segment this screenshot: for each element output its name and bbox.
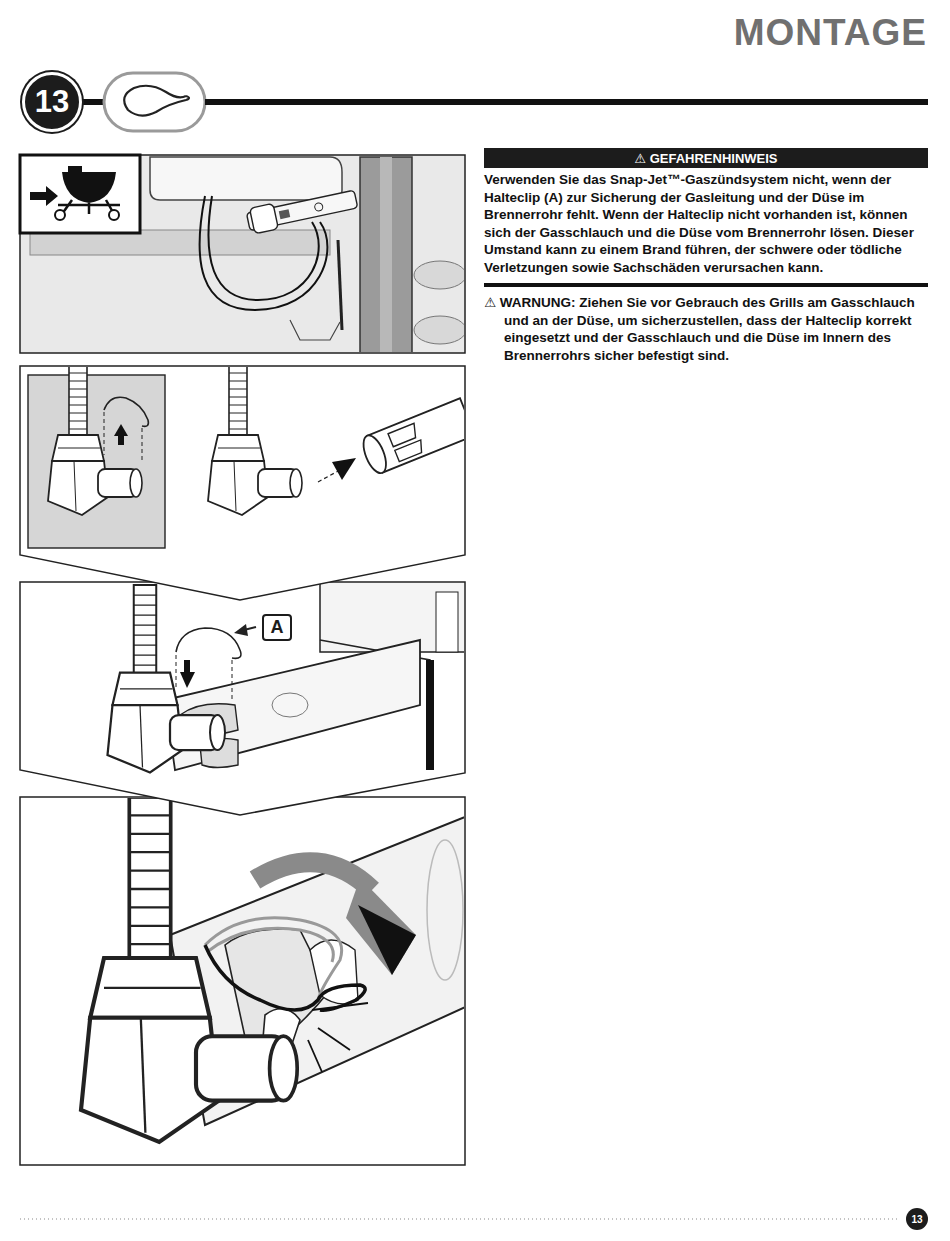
step-number: 13 bbox=[22, 72, 82, 132]
panel-three-part-part bbox=[176, 655, 232, 700]
panel-three-part-part bbox=[426, 660, 434, 770]
panel-one-part bbox=[109, 210, 119, 220]
panel-one-part bbox=[20, 155, 465, 353]
panel-two-part-part bbox=[318, 470, 340, 482]
panel-three bbox=[20, 582, 470, 815]
panel-four-part-part bbox=[255, 862, 372, 890]
panel-three-part-part bbox=[272, 693, 308, 717]
panel-two-part-part bbox=[48, 365, 142, 515]
step-number-text: 13 bbox=[35, 84, 69, 120]
panel-two-part-part bbox=[104, 397, 148, 426]
panel-three-part bbox=[108, 582, 471, 773]
panel-one-part-part-part bbox=[314, 202, 323, 211]
panel-one-part bbox=[30, 157, 464, 352]
panel-one-part-part bbox=[414, 261, 464, 289]
panel-one-part-part bbox=[290, 320, 340, 340]
panel-four-part-part bbox=[427, 840, 463, 980]
panel-two-part-part bbox=[359, 398, 475, 476]
page-number-text: 13 bbox=[911, 1214, 922, 1225]
danger-rule bbox=[484, 283, 928, 287]
panel-three-part-part bbox=[176, 628, 241, 658]
panel-one-part-part bbox=[360, 157, 412, 352]
panel-two-part bbox=[20, 366, 465, 600]
panel-four-part bbox=[81, 798, 464, 1142]
warning-band-text: ⚠ GEFAHRENHINWEIS bbox=[634, 151, 777, 166]
panel-two-part bbox=[28, 365, 475, 548]
panel-three-part-part bbox=[108, 585, 226, 773]
header-rule bbox=[80, 99, 106, 105]
callout-letter: A bbox=[262, 614, 292, 641]
panel-two-part-part bbox=[332, 458, 356, 480]
footer-dots bbox=[20, 1218, 898, 1219]
panel-one-part-part-part bbox=[279, 209, 290, 219]
panel-two-part-part-part bbox=[359, 432, 391, 476]
panel-three-part-part bbox=[234, 624, 248, 636]
panel-two-part-part bbox=[104, 412, 142, 462]
panel-four-part-part bbox=[346, 878, 416, 975]
panel-four-part-part bbox=[358, 905, 416, 975]
location-inset bbox=[20, 155, 140, 233]
panel-two bbox=[20, 365, 475, 600]
panel-two-part-part bbox=[208, 365, 302, 515]
panel-four-part-part bbox=[205, 945, 365, 1010]
warning-band: ⚠ GEFAHRENHINWEIS bbox=[484, 148, 928, 168]
panel-one-part bbox=[30, 186, 58, 206]
panel-one-part-part bbox=[380, 157, 392, 352]
panel-one-part bbox=[55, 210, 65, 220]
page-title: MONTAGE bbox=[734, 12, 927, 54]
header-rule bbox=[205, 99, 928, 105]
callout-letter-text: A bbox=[271, 617, 284, 638]
panel-one-part-part bbox=[246, 186, 359, 234]
panel-one-part-part bbox=[338, 240, 342, 330]
page-number: 13 bbox=[906, 1208, 928, 1230]
panel-four-part-part bbox=[308, 1003, 368, 1072]
warning-text: ⚠ WARNUNG: Ziehen Sie vor Gebrauch des G… bbox=[484, 294, 928, 364]
panel-three-part-part bbox=[184, 660, 190, 674]
panel-two-part-part bbox=[118, 436, 124, 445]
panel-one-part-part-part bbox=[250, 203, 279, 233]
panel-one bbox=[20, 155, 466, 353]
panel-three-part-part bbox=[436, 592, 458, 652]
clip-icon-frame bbox=[104, 73, 205, 131]
panel-three-part-part bbox=[180, 672, 195, 688]
panel-four bbox=[20, 797, 470, 1165]
panel-two-part-part-part bbox=[388, 423, 425, 461]
clip-icon bbox=[124, 86, 189, 116]
panel-one-part bbox=[68, 166, 82, 174]
panel-three-part-part bbox=[320, 582, 470, 652]
danger-text: Verwenden Sie das Snap-Jet™-Gaszündsyste… bbox=[484, 171, 928, 277]
panel-two-part-part bbox=[114, 424, 128, 436]
panel-four-part-part bbox=[205, 918, 342, 1000]
panel-one-part-part bbox=[414, 316, 464, 344]
panel-one-part-part bbox=[150, 157, 342, 200]
panel-four-part-part bbox=[81, 798, 297, 1142]
panel-one-part bbox=[62, 172, 116, 203]
